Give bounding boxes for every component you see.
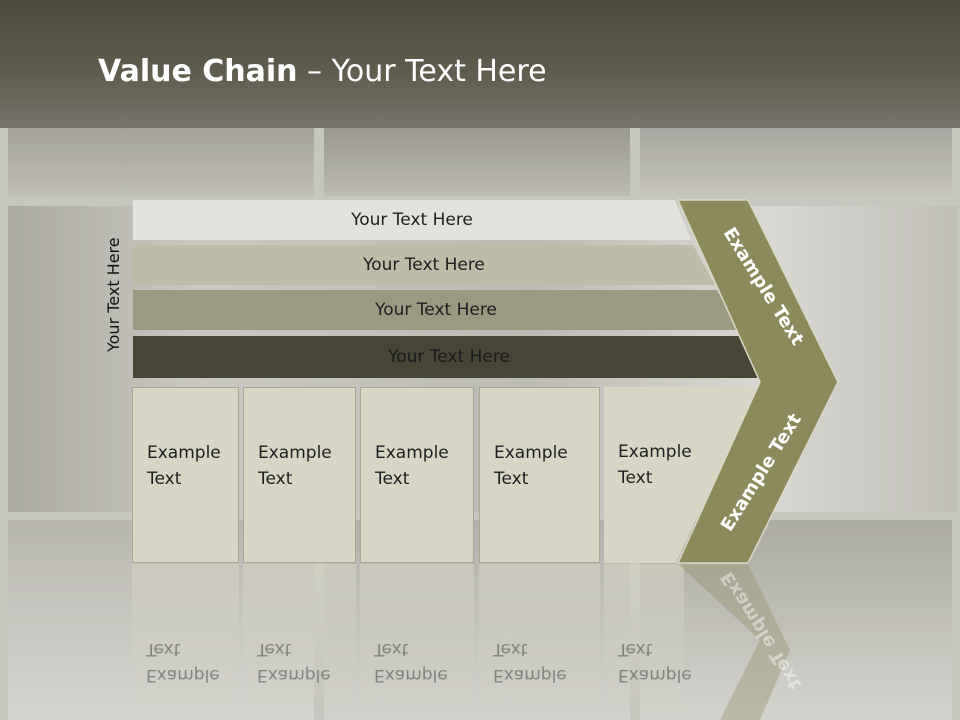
photo-tile	[640, 128, 952, 196]
reflection-text: Example Text	[146, 636, 220, 688]
box-text-line2: Text	[258, 469, 293, 489]
row-label: Your Text Here	[388, 347, 510, 367]
chain-row-4: Your Text Here	[133, 336, 765, 378]
reflection-line2: Text	[257, 639, 292, 659]
title-bold: Value Chain	[98, 54, 298, 89]
reflection-line2: Text	[493, 639, 528, 659]
reflection-line2: Text	[374, 639, 409, 659]
row-label: Your Text Here	[351, 210, 473, 230]
header-band	[0, 0, 960, 128]
reflection-text: Example Text	[374, 636, 448, 688]
reflection-line1: Example	[493, 665, 567, 685]
box-text-line1: Example	[375, 443, 449, 463]
reflection-text: Example Text	[493, 636, 567, 688]
row-label: Your Text Here	[375, 300, 497, 320]
box-text-line1: Example	[618, 442, 692, 462]
reflection-line1: Example	[374, 665, 448, 685]
reflection-line2: Text	[618, 639, 653, 659]
chain-row-2: Your Text Here	[133, 245, 715, 285]
photo-tile	[324, 128, 630, 196]
reflection-line1: Example	[146, 665, 220, 685]
box-text-line2: Text	[375, 469, 410, 489]
reflection-text: Example Text	[257, 636, 331, 688]
side-label: Your Text Here	[104, 237, 123, 352]
box-reflection: Example Text	[360, 564, 474, 720]
box-text-line2: Text	[147, 469, 182, 489]
photo-tile	[8, 128, 314, 196]
box-text-line2: Text	[618, 468, 653, 488]
reflection-line2: Text	[146, 639, 181, 659]
row-label: Your Text Here	[363, 255, 485, 275]
box-reflection: Example Text	[479, 564, 600, 720]
box-text-line1: Example	[258, 443, 332, 463]
box-reflection: Example Text	[243, 564, 356, 720]
box-reflection: Example Text	[132, 564, 239, 720]
reflection-line1: Example	[257, 665, 331, 685]
title-rest: – Your Text Here	[297, 54, 547, 89]
box-reflection: Example Text	[604, 564, 692, 720]
chain-row-3: Your Text Here	[133, 290, 739, 330]
box-text-line1: Example	[147, 443, 221, 463]
slide-title: Value Chain – Your Text Here	[98, 54, 547, 89]
reflection-text: Example Text	[618, 636, 692, 688]
chain-row-1: Your Text Here	[133, 200, 691, 240]
box-text-line1: Example	[494, 443, 568, 463]
reflection-line1: Example	[618, 665, 692, 685]
box-text-line2: Text	[494, 469, 529, 489]
